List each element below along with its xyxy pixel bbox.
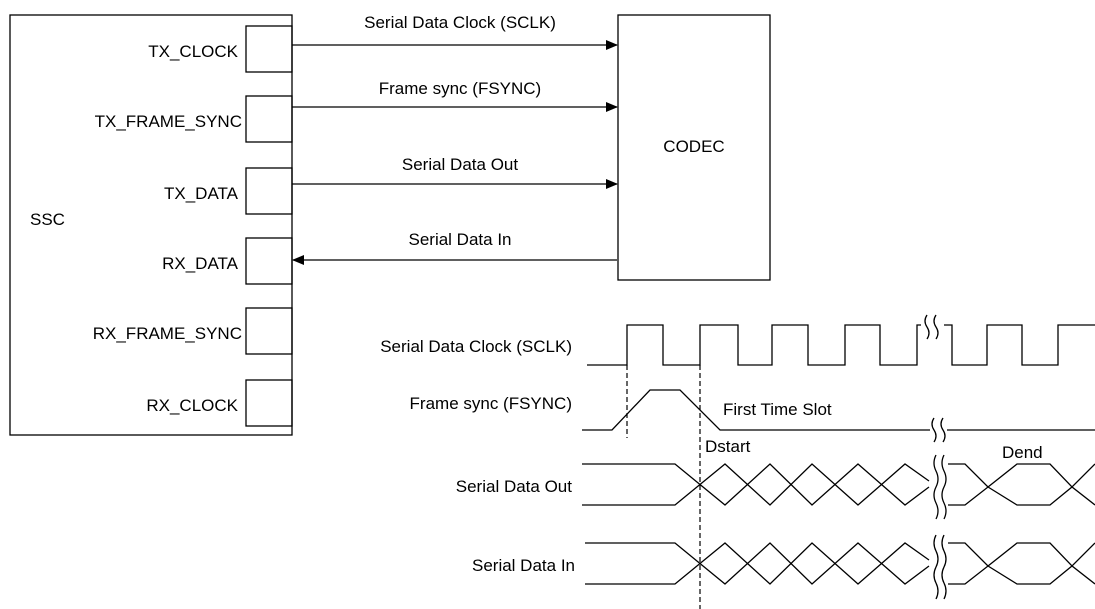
fsync-connection-label: Frame sync (FSYNC) [379,79,541,98]
codec-block: CODEC [617,14,771,281]
fsync-signal-label: Frame sync (FSYNC) [410,394,572,413]
data-in-bus-a [585,542,930,585]
rx-data-port-label: RX_DATA [162,254,239,273]
tx-data-port [245,167,293,215]
dstart-label: Dstart [705,437,751,456]
tx-frame-sync-port-label: TX_FRAME_SYNC [95,112,242,131]
ssc-box [9,14,293,436]
codec-label: CODEC [663,137,724,156]
sclk-waveform-b [944,324,1095,366]
fsync-waveform [582,389,930,431]
ssc-block: SSC TX_CLOCK TX_FRAME_SYNC TX_DATA RX_DA… [9,14,293,436]
tx-data-port-label: TX_DATA [164,184,239,203]
tx-clock-port-label: TX_CLOCK [148,42,238,61]
data-out-bus-a [582,463,930,506]
codec-box [617,14,771,281]
data-in-signal-label: Serial Data In [472,556,575,575]
rx-data-port [245,237,293,285]
data-out-bus-b [948,463,1095,506]
tx-clock-port [245,25,293,73]
dend-label: Dend [1002,443,1043,462]
rx-frame-sync-port-label: RX_FRAME_SYNC [93,324,242,343]
ssc-label: SSC [30,210,65,229]
data-in-break-icon [933,534,947,600]
sclk-connection-label: Serial Data Clock (SCLK) [364,13,556,32]
connections: Serial Data Clock (SCLK) Frame sync (FSY… [292,13,618,265]
sclk-signal-label: Serial Data Clock (SCLK) [380,337,572,356]
rx-clock-port [245,379,293,427]
data-out-break-icon [933,454,947,520]
rx-frame-sync-port [245,307,293,355]
data-in-connection-label: Serial Data In [409,230,512,249]
data-out-connection-label: Serial Data Out [402,155,518,174]
timing-diagram: Serial Data Clock (SCLK) Frame sync (FSY… [380,314,1095,609]
data-out-signal-label: Serial Data Out [456,477,572,496]
rx-clock-port-label: RX_CLOCK [146,396,238,415]
first-time-slot-label: First Time Slot [723,400,832,419]
fsync-break-icon [931,417,946,443]
sclk-break-icon [924,314,939,340]
tx-frame-sync-port [245,95,293,143]
sclk-waveform-a [587,324,921,366]
data-in-bus-b [948,542,1095,585]
